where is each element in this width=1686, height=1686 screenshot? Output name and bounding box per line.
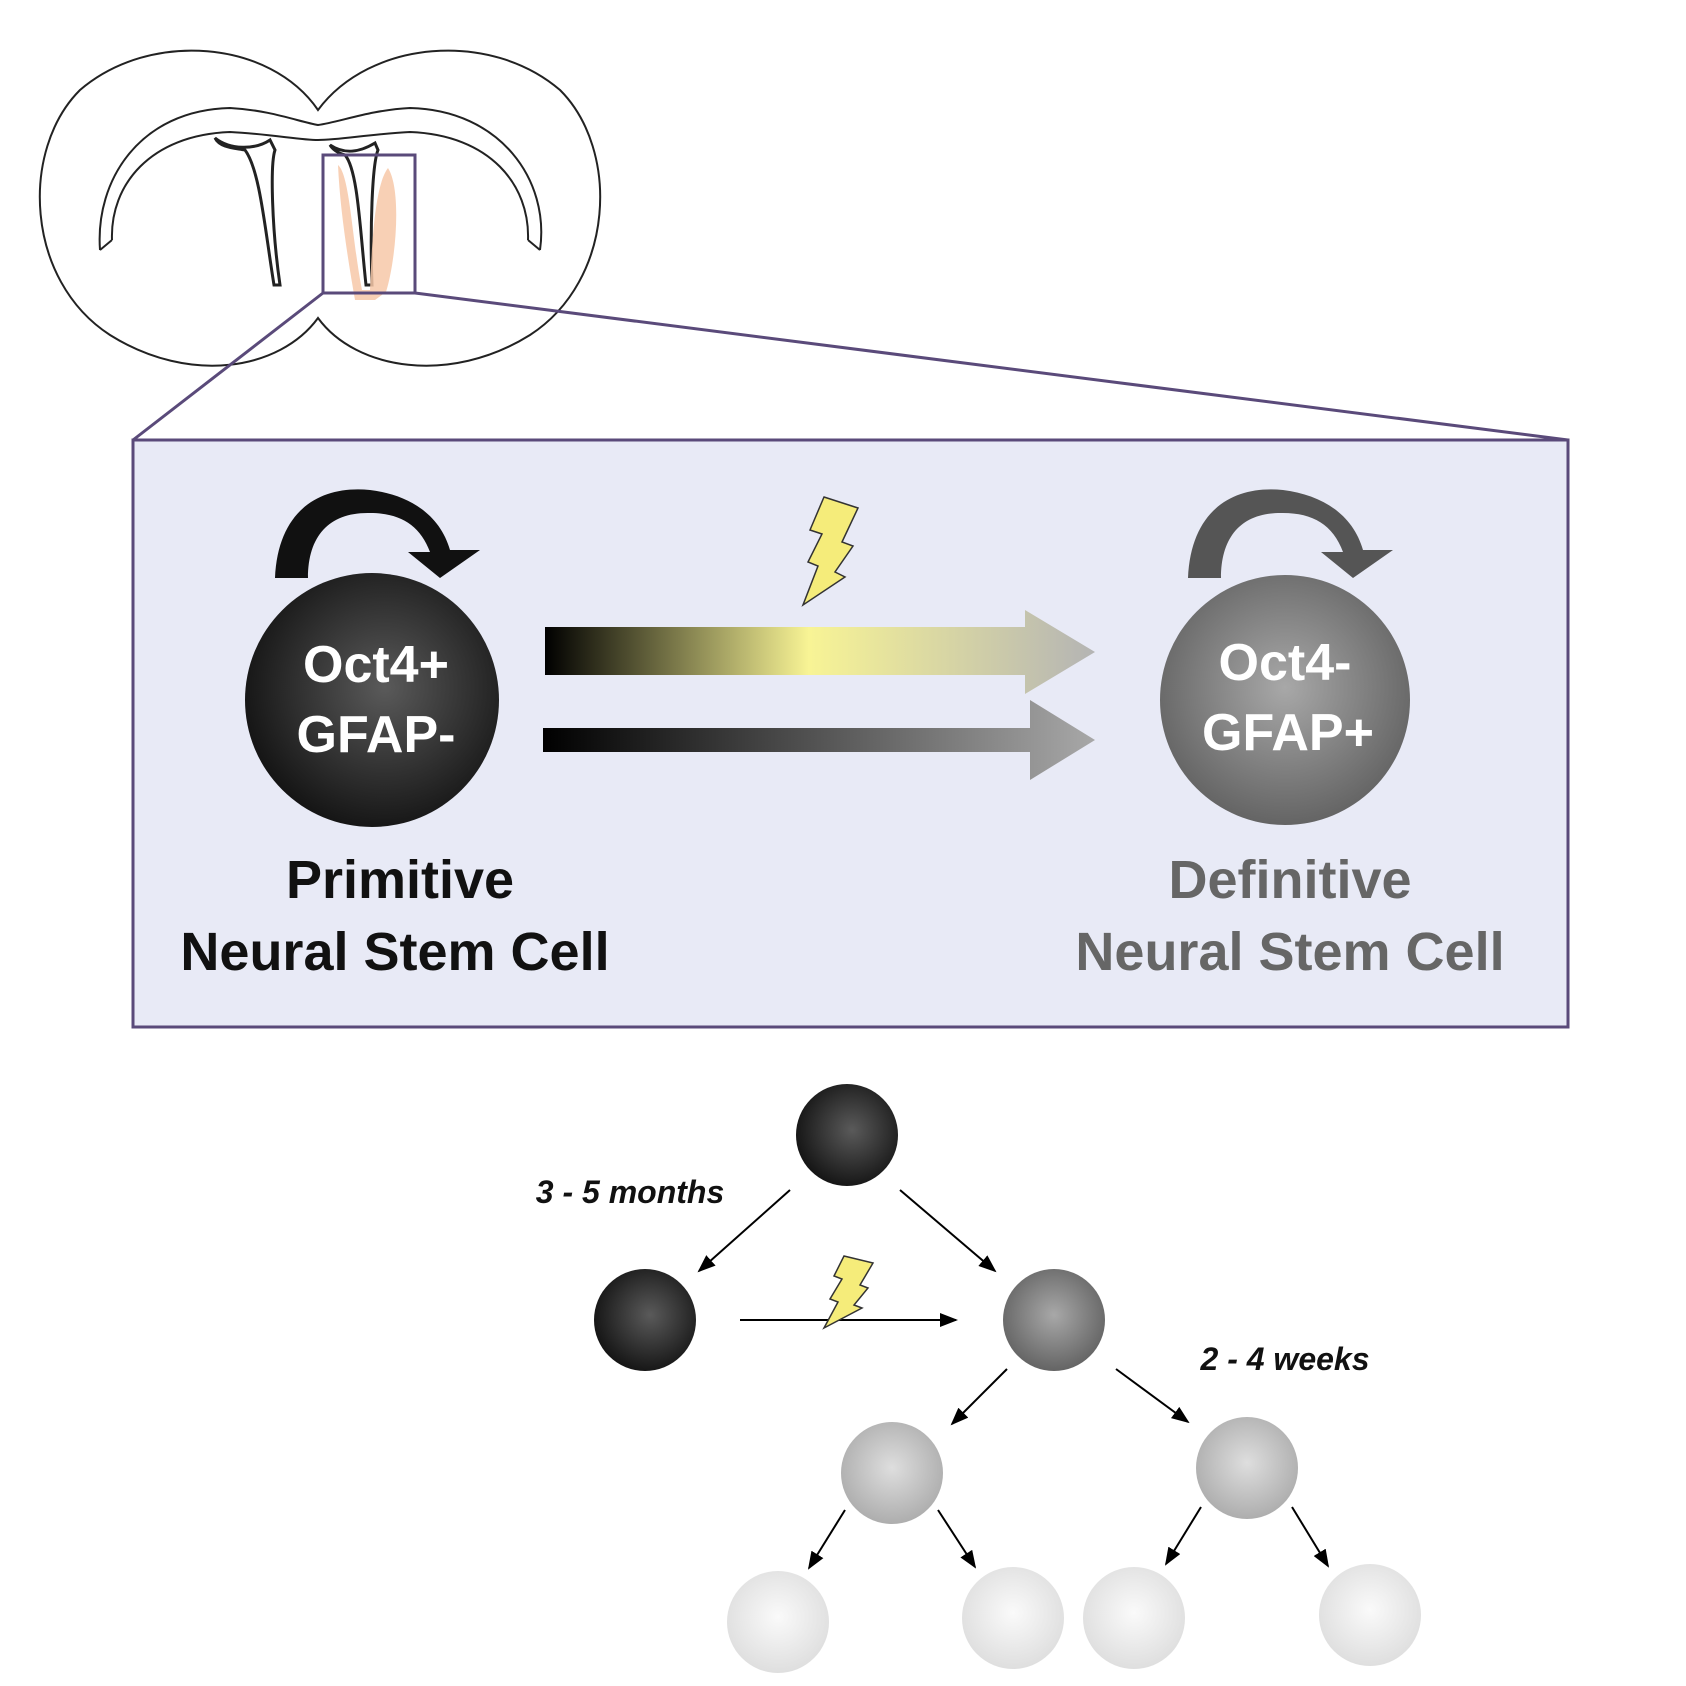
primitive-name-line1: Primitive <box>286 850 514 910</box>
time-label-primitive: 3 - 5 months <box>536 1174 724 1210</box>
induced-transition-arrow <box>545 610 1095 694</box>
primitive-stem-cell <box>245 573 499 827</box>
lineage-definitive-cell <box>1003 1269 1105 1371</box>
definitive-name-line2: Neural Stem Cell <box>1075 922 1504 982</box>
definitive-name-line1: Definitive <box>1168 850 1411 910</box>
lightning-bolt-icon <box>822 1255 875 1330</box>
lineage-daughter-cell <box>1319 1564 1421 1666</box>
lineage-progenitor-cell <box>1196 1417 1298 1519</box>
lineage-daughter-cell <box>727 1571 829 1673</box>
definitive-marker-1: Oct4- <box>1219 634 1352 692</box>
lineage-daughter-cell <box>1083 1567 1185 1669</box>
primitive-name-line2: Neural Stem Cell <box>180 922 609 982</box>
zoom-box <box>321 153 417 295</box>
primitive-marker-1: Oct4+ <box>303 636 449 694</box>
zoom-line-right <box>414 291 1569 442</box>
lineage-progenitor-cell <box>841 1422 943 1524</box>
lightning-bolt-icon <box>801 496 860 607</box>
lineage-daughter-cell <box>962 1567 1064 1669</box>
definitive-stem-cell <box>1160 575 1410 825</box>
svz-highlight <box>338 165 397 300</box>
zoom-line-left <box>132 291 324 442</box>
spontaneous-transition-arrow <box>543 700 1095 780</box>
self-renewal-arrow-icon <box>1188 489 1393 578</box>
definitive-marker-2: GFAP+ <box>1202 704 1374 762</box>
time-label-definitive: 2 - 4 weeks <box>1200 1341 1370 1377</box>
lineage-primitive-cell <box>796 1084 898 1186</box>
lineage-primitive-cell <box>594 1269 696 1371</box>
primitive-marker-2: GFAP- <box>297 706 456 764</box>
lineage-tree <box>594 1084 1421 1673</box>
self-renewal-arrow-icon <box>275 489 480 578</box>
brain-section-icon <box>38 49 602 367</box>
